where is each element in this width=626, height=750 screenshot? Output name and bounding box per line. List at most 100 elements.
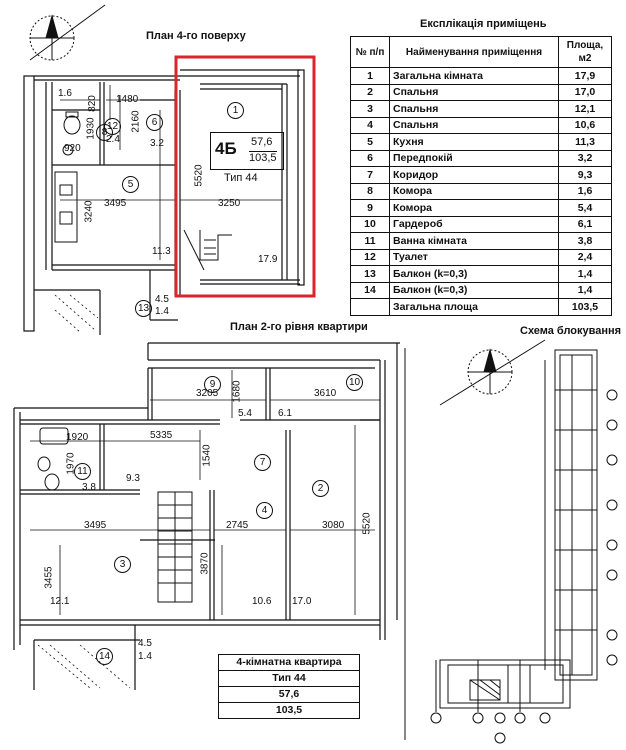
dim-label: 820 <box>86 95 98 112</box>
room-marker: 10 <box>346 374 363 391</box>
room-name: Туалет <box>389 248 559 266</box>
table-header-row: № п/п Найменування приміщення Площа, м2 <box>350 36 612 68</box>
apartment-badge: 4Б 57,6 103,5 <box>210 132 284 170</box>
dim-label: 12.1 <box>50 596 70 607</box>
table-header: № п/п <box>350 36 390 68</box>
room-name: Кухня <box>389 133 559 151</box>
dim-label: 10.6 <box>252 596 272 607</box>
summary-box: 4-кімнатна квартира Тип 44 57,6 103,5 <box>218 654 360 719</box>
room-name: Балкон (k=0,3) <box>389 265 559 283</box>
room-name: Ванна кімната <box>389 232 559 250</box>
row-number: 5 <box>350 133 390 151</box>
dim-label: 1480 <box>116 94 139 105</box>
room-marker: 6 <box>146 114 163 131</box>
dim-label: 3250 <box>218 198 241 209</box>
room-marker: 7 <box>254 454 271 471</box>
total-label: Загальна площа <box>389 298 559 316</box>
summary-area-1: 57,6 <box>219 687 359 703</box>
level2-walls <box>13 342 400 690</box>
room-marker: 13 <box>135 300 152 317</box>
compass-icon <box>29 4 106 61</box>
dim-label: 1920 <box>66 432 89 443</box>
dim-label: 3610 <box>314 388 337 399</box>
dim-label: 9.3 <box>126 473 140 484</box>
room-area: 2,4 <box>558 248 612 266</box>
row-number: 2 <box>350 83 390 101</box>
dim-label: 3.8 <box>82 482 96 493</box>
room-name: Комора <box>389 199 559 217</box>
dim-label: 3495 <box>84 520 107 531</box>
dim-label: 17.9 <box>258 254 278 265</box>
room-area: 17,0 <box>558 83 612 101</box>
summary-type: Тип 44 <box>219 671 359 687</box>
row-number: 14 <box>350 281 390 299</box>
dim-label: 1.6 <box>58 88 72 99</box>
dim-label: 4.5 <box>138 638 152 649</box>
explication-title: Експлікація приміщень <box>420 18 547 30</box>
dim-label: 5520 <box>193 164 205 187</box>
room-marker: 1 <box>227 102 244 119</box>
row-number: 11 <box>350 232 390 250</box>
summary-title: 4-кімнатна квартира <box>219 655 359 671</box>
room-marker: 11 <box>74 463 91 480</box>
floor4-title: План 4-го поверху <box>146 30 246 42</box>
row-number: 4 <box>350 116 390 134</box>
summary-area-2: 103,5 <box>275 704 303 716</box>
room-name: Передпокій <box>389 149 559 167</box>
scheme-title: Схема блокування <box>520 325 622 337</box>
room-area: 5,4 <box>558 199 612 217</box>
room-marker: 12 <box>104 118 121 135</box>
room-area: 10,6 <box>558 116 612 134</box>
row-number: 9 <box>350 199 390 217</box>
room-area: 1,4 <box>558 265 612 283</box>
level2-title: План 2-го рівня квартири <box>230 321 368 333</box>
dim-label: 2745 <box>226 520 249 531</box>
apartment-type: Тип 44 <box>224 172 258 184</box>
explication-table: № п/п Найменування приміщення Площа, м2 … <box>350 36 612 316</box>
dim-label: 1930 <box>85 117 97 140</box>
table-header: Площа, м2 <box>558 36 612 68</box>
dim-label: 2160 <box>130 110 142 133</box>
dim-label: 17.0 <box>292 596 312 607</box>
room-area: 1,4 <box>558 281 612 299</box>
room-marker: 2 <box>312 480 329 497</box>
dim-label: 11.3 <box>152 246 171 257</box>
dim-label: 3240 <box>83 200 95 223</box>
room-area: 12,1 <box>558 100 612 118</box>
room-name: Комора <box>389 182 559 200</box>
row-number: 13 <box>350 265 390 283</box>
apartment-area-1: 57,6 <box>251 136 273 148</box>
dim-label: 1540 <box>201 444 213 467</box>
row-number: 7 <box>350 166 390 184</box>
room-marker: 3 <box>114 556 131 573</box>
dim-label: 3080 <box>322 520 345 531</box>
dim-label: 3870 <box>199 552 211 575</box>
dim-label: 1.4 <box>155 306 169 317</box>
empty-cell <box>350 298 390 316</box>
row-number: 1 <box>350 67 390 85</box>
compass-icon-2 <box>439 339 546 406</box>
dim-label: 3455 <box>43 566 55 589</box>
dim-label: 920 <box>64 143 81 154</box>
room-name: Спальня <box>389 116 559 134</box>
dim-label: 4.5 <box>155 294 169 305</box>
row-number: 10 <box>350 215 390 233</box>
apartment-area-2: 103,5 <box>249 151 277 164</box>
room-marker: 5 <box>122 176 139 193</box>
room-area: 6,1 <box>558 215 612 233</box>
room-name: Загальна кімната <box>389 67 559 85</box>
row-number: 12 <box>350 248 390 266</box>
table-header: Найменування приміщення <box>389 36 559 68</box>
balcony-hatch <box>54 294 99 333</box>
